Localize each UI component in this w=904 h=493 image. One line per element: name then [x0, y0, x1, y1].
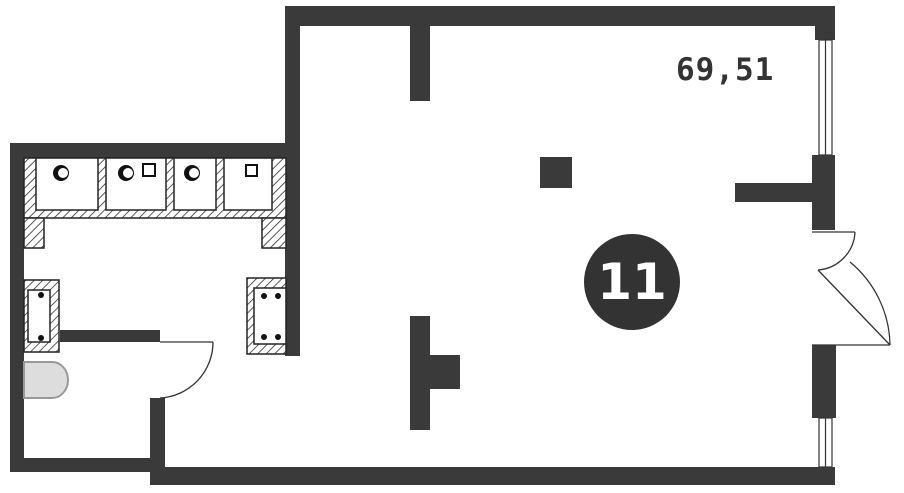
apartment-number-badge: 11 [584, 234, 680, 330]
walls [10, 6, 836, 485]
utility-blocks [23, 157, 287, 355]
bathroom-door [159, 341, 214, 399]
shafts-icons [38, 163, 281, 341]
toilet-icon [23, 361, 69, 399]
windows [818, 39, 833, 468]
entrance-door [812, 231, 891, 346]
area-label: 69,51 [676, 52, 775, 88]
